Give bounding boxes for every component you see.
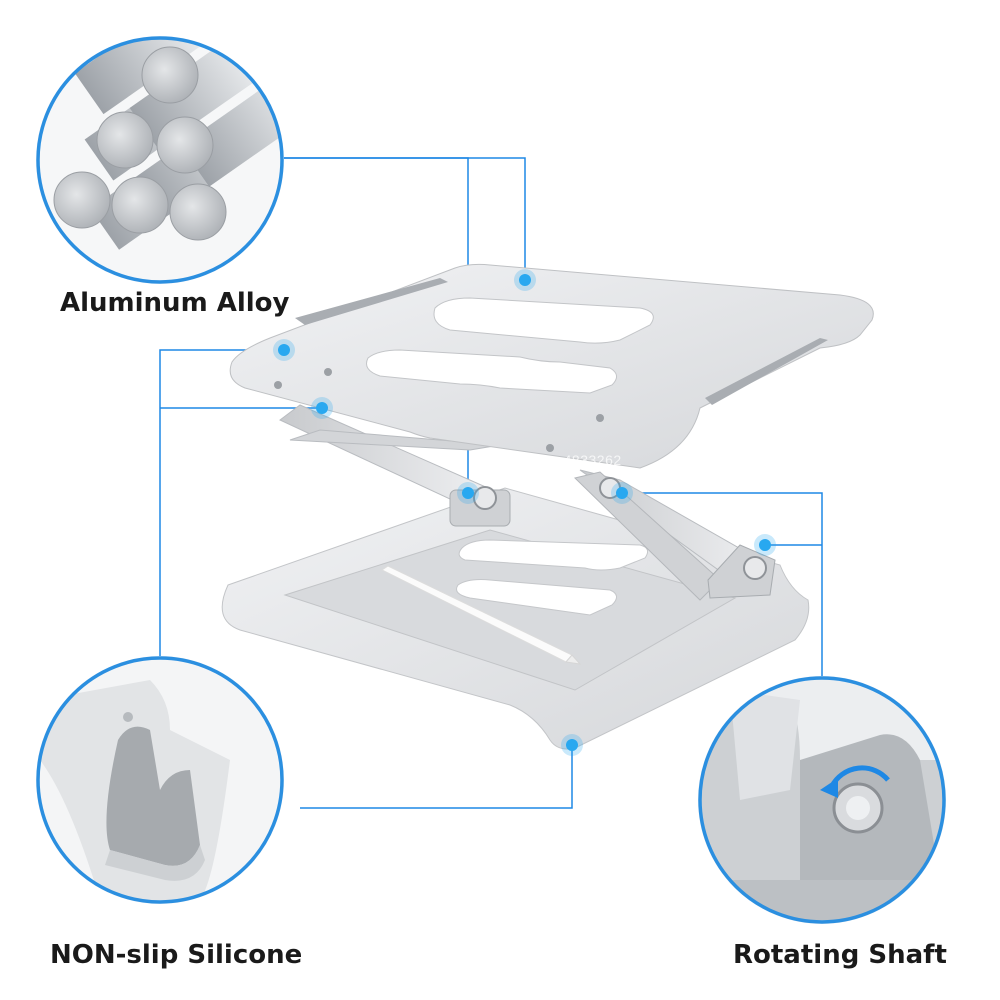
store-watermark: Store No.4833262 [500,452,622,468]
silicone-foot-detail [36,656,284,904]
aluminum-rods-icon [36,36,284,284]
aluminum-alloy-label: Aluminum Alloy [60,288,290,318]
laptop-stand [221,263,874,750]
rotating-shaft-label: Rotating Shaft [733,940,947,970]
rotating-shaft-detail [698,676,946,924]
non-slip-silicone-label: NON-slip Silicone [50,940,303,970]
rotate-arrow-icon [820,765,890,798]
callout-dots [273,269,776,756]
